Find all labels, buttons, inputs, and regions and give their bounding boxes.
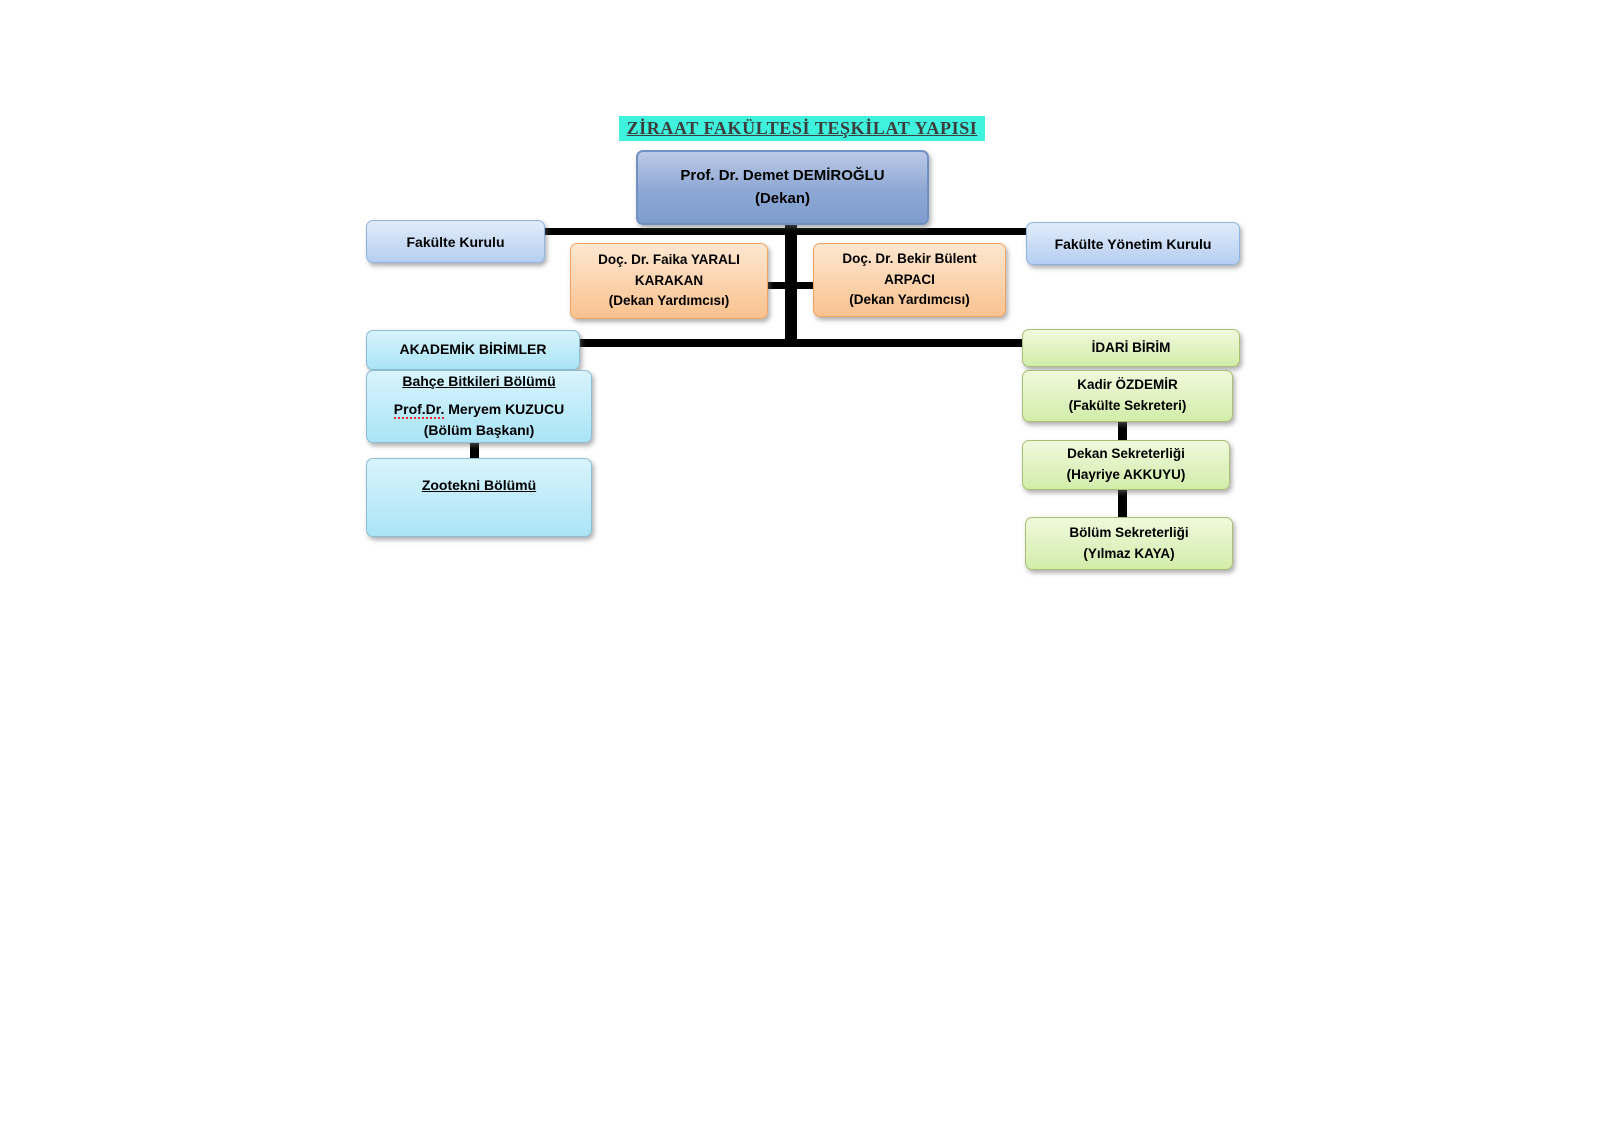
dean-box: Prof. Dr. Demet DEMİROĞLU (Dekan) xyxy=(636,150,929,225)
bahce-bitkileri-head-name: Meryem KUZUCU xyxy=(448,400,565,417)
dean-role: (Dekan) xyxy=(754,189,810,207)
bahce-bitkileri-role: (Bölüm Başkanı) xyxy=(423,422,535,439)
fakulte-sekreteri-name: Kadir ÖZDEMİR xyxy=(1077,377,1178,393)
connector-vice-deans-horizontal xyxy=(766,282,815,289)
dean-name: Prof. Dr. Demet DEMİROĞLU xyxy=(680,167,885,184)
fakulte-sekreteri-box: Kadir ÖZDEMİR (Fakülte Sekreteri) xyxy=(1022,370,1233,422)
vice-dean-1-name-line1: Doç. Dr. Faika YARALI xyxy=(598,251,740,267)
page-title: ZİRAAT FAKÜLTESİ TEŞKİLAT YAPISI xyxy=(0,116,1604,141)
vice-dean-2-name-line1: Doç. Dr. Bekir Bülent xyxy=(842,250,977,266)
dekan-sekreterligi-title: Dekan Sekreterliği xyxy=(1067,446,1185,462)
fakulte-kurulu-box: Fakülte Kurulu xyxy=(366,220,545,263)
vice-dean-1-name-line2: KARAKAN xyxy=(634,272,704,288)
vice-dean-1-role: (Dekan Yardımcısı) xyxy=(608,293,730,309)
fakulte-yonetim-kurulu-label: Fakülte Yönetim Kurulu xyxy=(1054,235,1212,252)
vice-dean-2-box: Doç. Dr. Bekir Bülent ARPACI (Dekan Yard… xyxy=(813,243,1006,317)
fakulte-sekreteri-role: (Fakülte Sekreteri) xyxy=(1068,398,1187,413)
connector-bahce-zootekni xyxy=(470,441,479,460)
vice-dean-2-name-line2: ARPACI xyxy=(884,271,935,287)
bahce-bitkileri-box: Bahçe Bitkileri Bölümü Prof.Dr. Meryem K… xyxy=(366,370,592,443)
bolum-sekreterligi-person: (Yılmaz KAYA) xyxy=(1083,545,1175,561)
bahce-bitkileri-head: Prof.Dr. Meryem KUZUCU xyxy=(393,399,565,421)
idari-birim-box: İDARİ BİRİM xyxy=(1022,329,1240,367)
akademik-birimler-label: AKADEMİK BİRİMLER xyxy=(399,341,547,358)
fakulte-kurulu-label: Fakülte Kurulu xyxy=(406,233,505,250)
bahce-bitkileri-title: Bahçe Bitkileri Bölümü xyxy=(402,372,556,389)
page-title-text: ZİRAAT FAKÜLTESİ TEŞKİLAT YAPISI xyxy=(618,116,986,141)
connector-sekreter-dekansek xyxy=(1118,420,1127,442)
bahce-bitkileri-head-prefix: Prof.Dr. xyxy=(393,400,445,419)
akademik-birimler-box: AKADEMİK BİRİMLER xyxy=(366,330,580,370)
zootekni-title: Zootekni Bölümü xyxy=(421,477,537,493)
vice-dean-2-role: (Dekan Yardımcısı) xyxy=(849,292,970,308)
dekan-sekreterligi-person: (Hayriye AKKUYU) xyxy=(1066,467,1186,482)
zootekni-box: Zootekni Bölümü xyxy=(366,458,592,537)
connector-dekansek-bolumsek xyxy=(1118,488,1127,519)
bolum-sekreterligi-title: Bölüm Sekreterliği xyxy=(1069,524,1189,540)
dekan-sekreterligi-box: Dekan Sekreterliği (Hayriye AKKUYU) xyxy=(1022,440,1230,490)
idari-birim-label: İDARİ BİRİM xyxy=(1091,339,1171,355)
vice-dean-1-box: Doç. Dr. Faika YARALI KARAKAN (Dekan Yar… xyxy=(570,243,768,319)
connector-mid-horizontal xyxy=(565,339,1030,347)
fakulte-yonetim-kurulu-box: Fakülte Yönetim Kurulu xyxy=(1026,222,1240,265)
bolum-sekreterligi-box: Bölüm Sekreterliği (Yılmaz KAYA) xyxy=(1025,517,1233,570)
